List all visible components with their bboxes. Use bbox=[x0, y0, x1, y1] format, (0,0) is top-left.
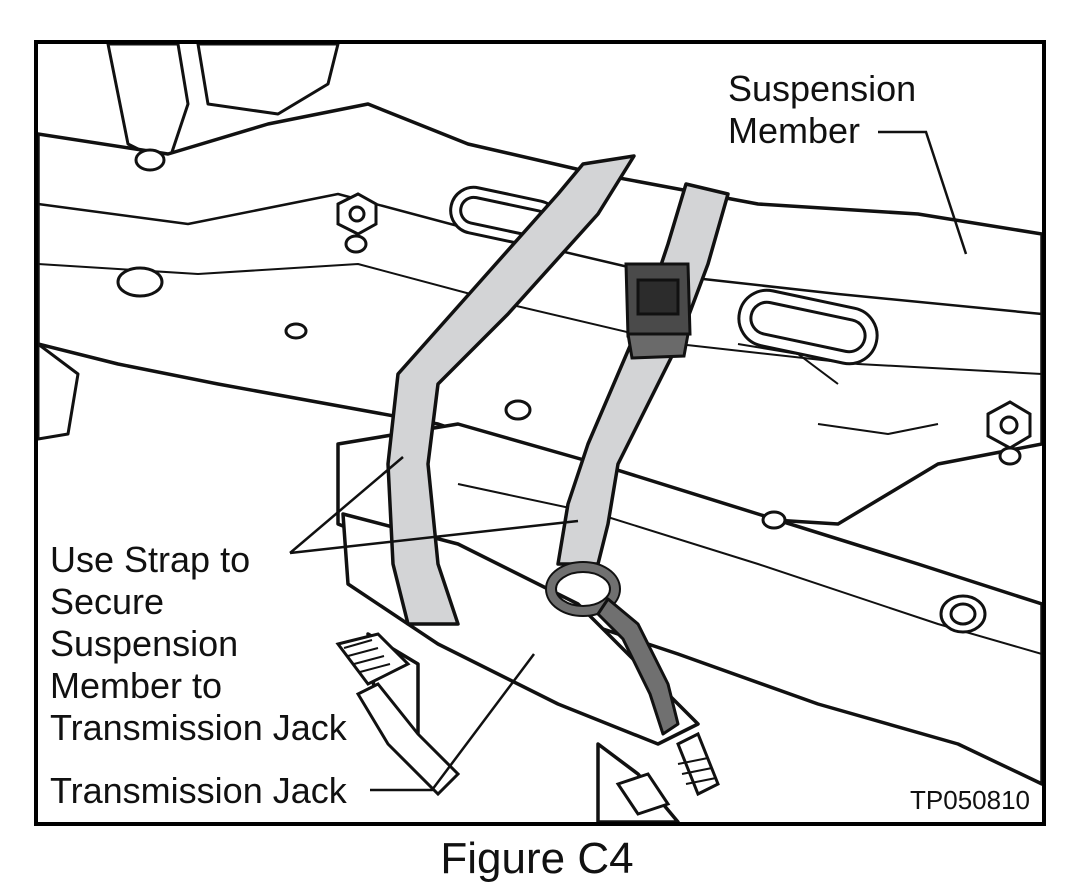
strap-buckle bbox=[624, 262, 692, 360]
technical-illustration bbox=[38, 44, 1042, 822]
leader-strap-right bbox=[289, 519, 579, 555]
callout-use-strap: Use Strap to Secure Suspension Member to… bbox=[50, 539, 347, 748]
leader-strap-left bbox=[289, 456, 404, 554]
jack-pedal bbox=[335, 632, 461, 797]
strap-hook bbox=[545, 561, 680, 736]
reference-code: TP050810 bbox=[910, 785, 1030, 815]
background-structure bbox=[38, 44, 340, 441]
adjustment-screw bbox=[615, 731, 720, 816]
strap-left bbox=[386, 154, 636, 626]
mounting-holes bbox=[116, 148, 987, 634]
callout-suspension-member: Suspension Member bbox=[728, 68, 917, 151]
bolts bbox=[336, 192, 1032, 466]
illustration-frame: Suspension Member Use Strap to Secure Su… bbox=[34, 40, 1046, 826]
callout-transmission-jack: Transmission Jack bbox=[50, 770, 347, 811]
leader-transmission-jack bbox=[370, 653, 535, 792]
leader-lines bbox=[289, 130, 968, 792]
figure-caption: Figure C4 bbox=[440, 834, 634, 883]
leader-suspension-member bbox=[878, 130, 968, 255]
